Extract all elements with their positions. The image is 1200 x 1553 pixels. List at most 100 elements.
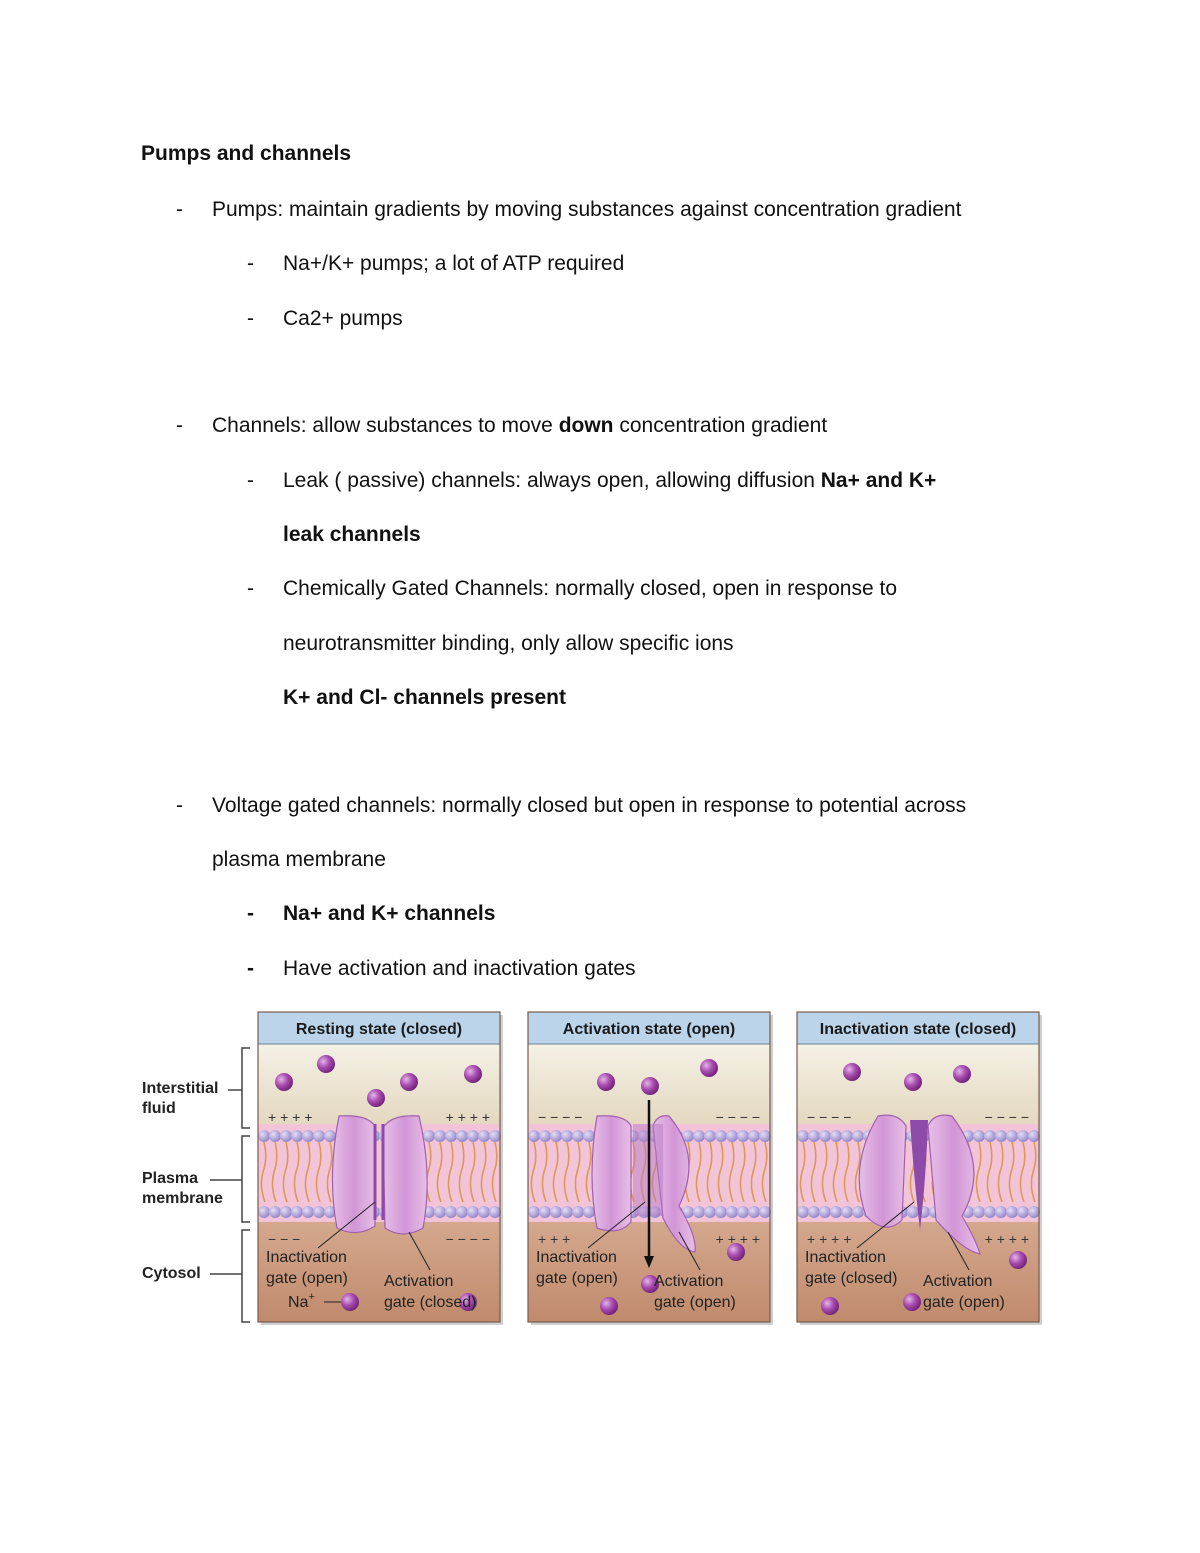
interstitial-fluid	[258, 1044, 500, 1124]
sodium-ion	[400, 1073, 418, 1091]
sodium-ion	[904, 1073, 922, 1091]
panel-border	[527, 1011, 771, 1323]
phospholipid-head	[528, 1206, 540, 1218]
membrane-charge: + + + +	[268, 1109, 312, 1125]
phospholipid-head	[550, 1206, 562, 1218]
phospholipid-head	[258, 1206, 270, 1218]
phospholipid-head	[550, 1130, 562, 1142]
membrane-label-1: Plasma	[142, 1170, 199, 1187]
sodium-ion	[459, 1293, 477, 1311]
sodium-ion	[953, 1065, 971, 1083]
na-k-pumps-line: Na+/K+ pumps; a lot of ATP required	[283, 252, 625, 275]
phospholipid-head	[759, 1206, 771, 1218]
lipid-tail	[739, 1141, 746, 1203]
phospholipid-head	[269, 1206, 281, 1218]
phospholipid-head	[984, 1130, 996, 1142]
lipid-tail	[293, 1141, 300, 1203]
phospholipid-head	[682, 1206, 694, 1218]
sodium-ion	[367, 1089, 385, 1107]
sodium-charge: +	[308, 1291, 314, 1303]
lipid-tail	[563, 1141, 570, 1203]
channel-right-half	[927, 1114, 981, 1255]
phospholipid-head	[478, 1130, 490, 1142]
phospholipid-head	[808, 1206, 820, 1218]
bullet-dash: -	[247, 957, 254, 980]
channels-text: Channels: allow substances to move	[212, 414, 559, 437]
lipid-tail	[1019, 1141, 1026, 1203]
lipid-tail	[491, 1141, 498, 1203]
voltage-sub-2: Have activation and inactivation gates	[283, 957, 636, 980]
phospholipid-head	[561, 1206, 573, 1218]
membrane-charge: + + + +	[716, 1231, 760, 1247]
phospholipid-head	[467, 1130, 479, 1142]
lipid-tail	[750, 1141, 757, 1203]
phospholipid-head	[313, 1206, 325, 1218]
phospholipid-head	[539, 1130, 551, 1142]
phospholipid-head	[841, 1206, 853, 1218]
membrane-charge: − − − −	[807, 1109, 851, 1125]
panel-border	[257, 1011, 501, 1323]
phospholipid-head	[682, 1130, 694, 1142]
membrane-charge: + + + +	[446, 1109, 490, 1125]
membrane-charge: + + +	[538, 1231, 570, 1247]
phospholipid-head	[797, 1206, 809, 1218]
phospholipid-head	[572, 1130, 584, 1142]
callout-line	[408, 1231, 431, 1271]
channels-emphasis: down	[558, 414, 614, 437]
lipid-tail	[717, 1141, 724, 1203]
channels-line: Channels: allow substances to move down …	[212, 412, 827, 440]
lipid-tail	[706, 1141, 713, 1203]
arrow-head	[644, 1256, 654, 1268]
membrane-charge: − − − −	[538, 1109, 582, 1125]
sodium-ion	[341, 1293, 359, 1311]
phospholipid-head	[456, 1206, 468, 1218]
lipid-tail	[447, 1141, 454, 1203]
channel-right-half	[382, 1115, 428, 1235]
lipid-tail	[821, 1141, 828, 1203]
panel-header	[257, 1011, 501, 1045]
phospholipid-head	[561, 1130, 573, 1142]
pumps-line: Pumps: maintain gradients by moving subs…	[212, 198, 962, 221]
phospholipid-head	[572, 1206, 584, 1218]
lipid-tail	[326, 1141, 333, 1203]
lipid-tail	[530, 1141, 537, 1203]
closed-pore	[373, 1124, 385, 1220]
membrane-charge: + + + +	[807, 1231, 851, 1247]
phospholipid-head	[445, 1206, 457, 1218]
sodium-ion	[821, 1297, 839, 1315]
phospholipid-head	[995, 1206, 1007, 1218]
lipid-tail	[436, 1141, 443, 1203]
phospholipid-head	[1017, 1206, 1029, 1218]
membrane-charge: − − − −	[716, 1109, 760, 1125]
phospholipid-head	[539, 1206, 551, 1218]
sodium-ion	[464, 1065, 482, 1083]
bullet-dash: -	[247, 902, 254, 925]
lipid-tail	[315, 1141, 322, 1203]
leak-emphasis: Na+ and K+	[820, 469, 937, 492]
phospholipid-head	[302, 1130, 314, 1142]
page-title: Pumps and channels	[141, 142, 352, 165]
inactivation-gate-label: gate (closed)	[805, 1270, 898, 1287]
callout-line	[947, 1231, 970, 1271]
lipid-tail	[854, 1141, 861, 1203]
leak-channels-line: leak channels	[283, 523, 421, 546]
voltage-line-2: plasma membrane	[212, 848, 386, 871]
lipid-tail	[986, 1141, 993, 1203]
lipid-tail	[695, 1141, 702, 1203]
inactivation-gate-label: Inactivation	[536, 1249, 617, 1266]
callout-line	[587, 1201, 646, 1249]
lipid-tail	[541, 1141, 548, 1203]
channel-right-half	[652, 1115, 696, 1253]
lipid-tail	[480, 1141, 487, 1203]
sodium-ion	[641, 1275, 659, 1293]
channel-panel: Activation state (open)− − − −− − − −+ +…	[527, 1011, 773, 1325]
phospholipid-head	[583, 1206, 595, 1218]
inactivation-plug	[910, 1120, 928, 1230]
panel-header	[527, 1011, 771, 1045]
inactivation-gate-label: gate (open)	[536, 1270, 618, 1287]
sodium-ion	[903, 1293, 921, 1311]
phospholipid-head	[907, 1206, 919, 1218]
panel-title: Resting state (closed)	[296, 1021, 462, 1038]
phospholipid-head	[1028, 1206, 1040, 1218]
phospholipid-head	[1028, 1130, 1040, 1142]
